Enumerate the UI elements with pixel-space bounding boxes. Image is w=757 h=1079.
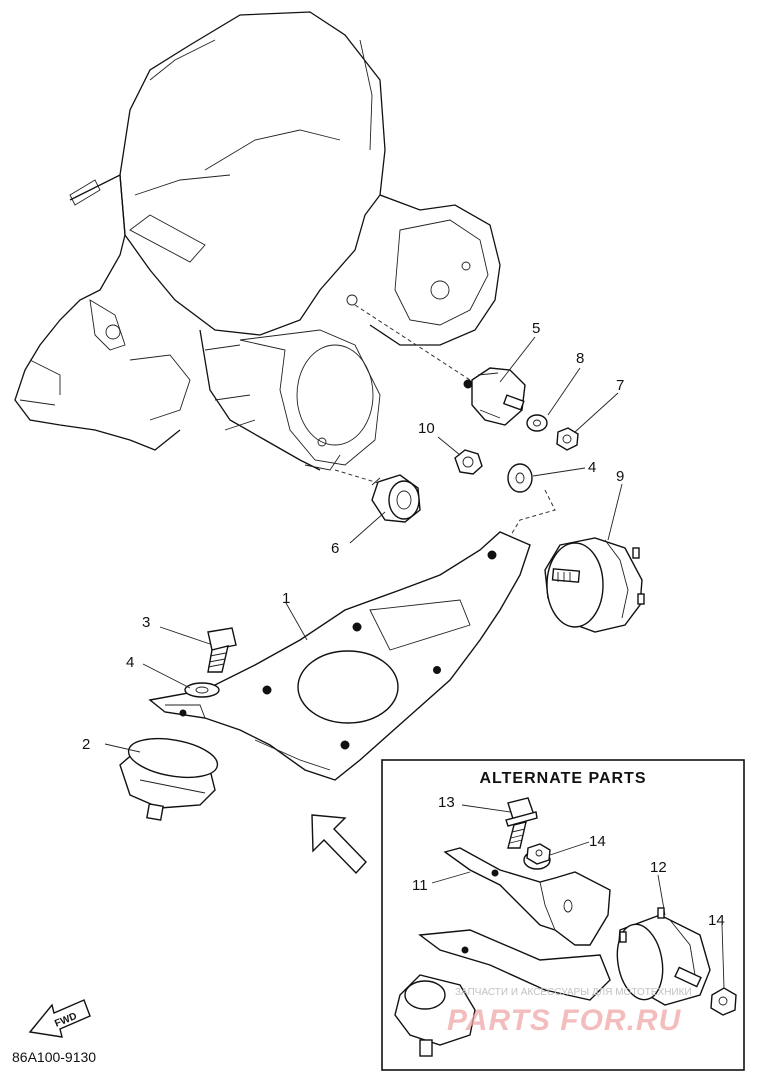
callout-9: 9	[616, 468, 624, 485]
part-8-washer	[526, 414, 548, 432]
callout-12: 12	[650, 859, 667, 876]
callout-4-right: 4	[588, 459, 596, 476]
part-1-mount-bracket	[148, 531, 531, 781]
fwd-arrow: FWD	[28, 999, 91, 1038]
part-7-nut	[556, 427, 579, 451]
part-2-rubber-mount	[119, 737, 219, 821]
callout-numbers: 1 2 3 4 4 5 6 7 8 9 10	[82, 320, 624, 753]
leader-lines	[104, 336, 623, 753]
callout-4-left: 4	[126, 654, 134, 671]
assembly-direction-arrow	[311, 814, 367, 875]
alternate-parts-box: ALTERNATE PARTS	[381, 759, 745, 1071]
alternate-lower-rubber-mount	[394, 974, 476, 1057]
callout-13: 13	[438, 794, 455, 811]
part-14-nut-top	[523, 843, 551, 870]
part-5-damper	[463, 367, 526, 426]
callout-8: 8	[576, 350, 584, 367]
callout-14-top: 14	[589, 833, 606, 850]
part-4-washer-left	[184, 682, 220, 698]
assembly-guide-lines	[334, 304, 556, 546]
part-4-washer-right	[507, 463, 533, 493]
callout-1: 1	[282, 590, 290, 607]
callout-14-right: 14	[708, 912, 725, 929]
part-6-bushing	[371, 474, 421, 523]
part-10-nut	[454, 449, 483, 475]
alternate-parts-title: ALTERNATE PARTS	[480, 770, 647, 787]
part-3-bolt	[207, 627, 237, 673]
callout-10: 10	[418, 420, 435, 437]
watermark-tagline: ЗАПЧАСТИ И АКСЕССУАРЫ ДЛЯ МОТОТЕХНИКИ	[455, 987, 692, 998]
callout-6: 6	[331, 540, 339, 557]
watermark: ЗАПЧАСТИ И АКСЕССУАРЫ ДЛЯ МОТОТЕХНИКИ PA…	[447, 987, 692, 1037]
callout-7: 7	[616, 377, 624, 394]
callout-2: 2	[82, 736, 90, 753]
watermark-logo: PARTS FOR.RU	[447, 1004, 682, 1037]
part-9-rubber-mount	[544, 537, 645, 633]
part-13-bolt	[505, 797, 538, 849]
engine-outline	[14, 11, 501, 471]
callout-11: 11	[412, 877, 428, 894]
diagram-code: 86A100-9130	[12, 1049, 96, 1065]
part-12-rubber-mount	[616, 907, 711, 1006]
callout-3: 3	[142, 614, 150, 631]
callout-5: 5	[532, 320, 540, 337]
part-11-bracket	[418, 847, 611, 1001]
